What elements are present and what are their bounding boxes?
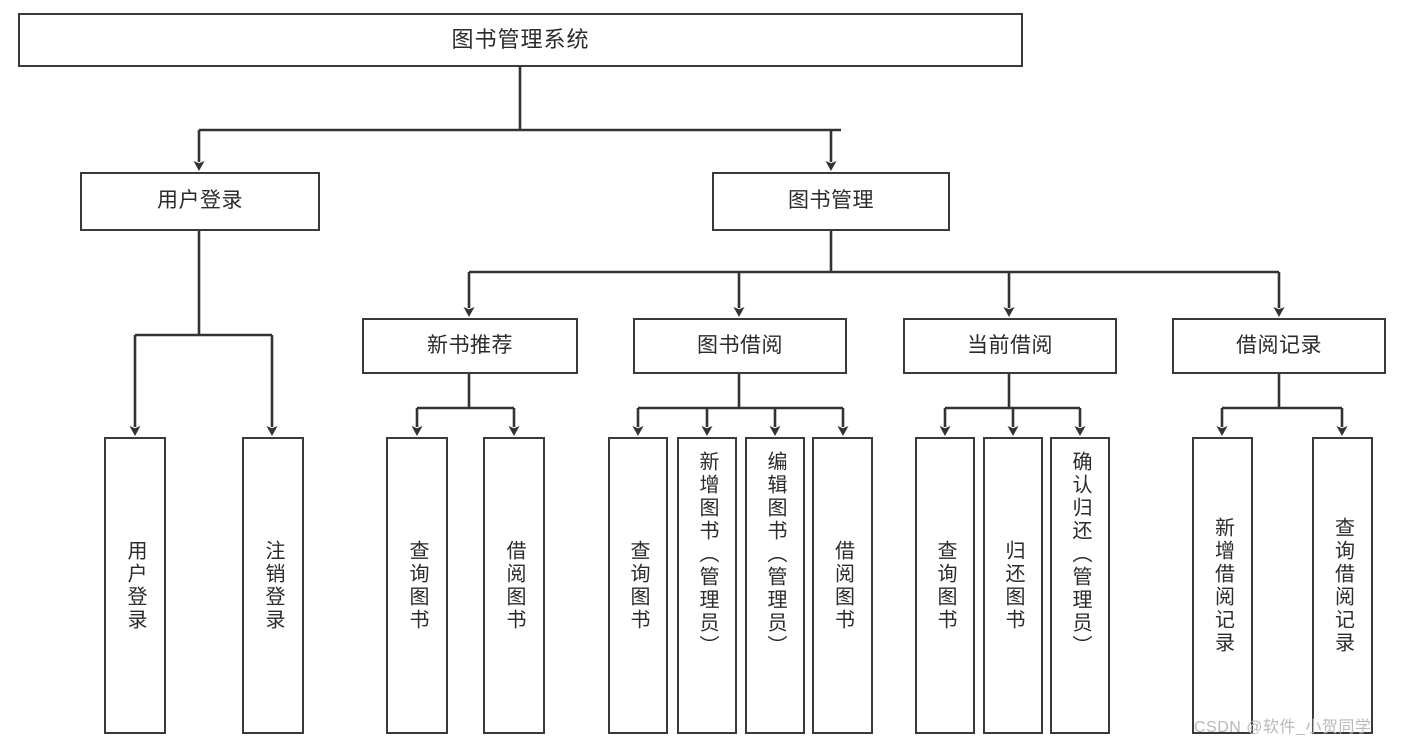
- node-leaf-borrow-book-2[interactable]: 借阅图书: [812, 437, 873, 734]
- node-book-borrow-label: 图书借阅: [697, 333, 783, 357]
- node-leaf-user-login-label: 用户登录: [124, 539, 146, 632]
- node-leaf-edit-book-label: 编辑图书（管理员）: [764, 451, 786, 658]
- node-leaf-query-book-2-label: 查询图书: [627, 539, 649, 632]
- node-leaf-edit-book[interactable]: 编辑图书（管理员）: [745, 437, 805, 734]
- node-leaf-query-book-3[interactable]: 查询图书: [915, 437, 975, 734]
- node-current-borrow-label: 当前借阅: [967, 333, 1053, 357]
- node-leaf-borrow-book-1[interactable]: 借阅图书: [483, 437, 545, 734]
- node-leaf-query-book-2[interactable]: 查询图书: [608, 437, 668, 734]
- node-leaf-confirm-return-label: 确认归还（管理员）: [1069, 451, 1091, 658]
- node-borrow-record[interactable]: 借阅记录: [1172, 318, 1386, 374]
- node-leaf-add-record[interactable]: 新增借阅记录: [1192, 437, 1253, 734]
- node-leaf-borrow-book-2-label: 借阅图书: [831, 539, 854, 632]
- node-root[interactable]: 图书管理系统: [18, 13, 1023, 67]
- node-new-book-rec-label: 新书推荐: [427, 333, 513, 357]
- node-borrow-record-label: 借阅记录: [1236, 333, 1322, 357]
- node-leaf-add-book-label: 新增图书（管理员）: [696, 451, 718, 658]
- node-user-login-label: 用户登录: [157, 189, 243, 213]
- node-leaf-query-book-1[interactable]: 查询图书: [386, 437, 448, 734]
- node-leaf-query-record[interactable]: 查询借阅记录: [1312, 437, 1373, 734]
- node-leaf-query-book-3-label: 查询图书: [934, 539, 956, 632]
- node-leaf-query-book-1-label: 查询图书: [406, 539, 428, 632]
- node-leaf-logout-label: 注销登录: [262, 539, 284, 632]
- node-leaf-return-book-label: 归还图书: [1002, 539, 1024, 632]
- node-current-borrow[interactable]: 当前借阅: [903, 318, 1117, 374]
- node-leaf-logout[interactable]: 注销登录: [242, 437, 304, 734]
- node-leaf-confirm-return[interactable]: 确认归还（管理员）: [1050, 437, 1110, 734]
- node-leaf-return-book[interactable]: 归还图书: [983, 437, 1043, 734]
- node-leaf-user-login[interactable]: 用户登录: [104, 437, 166, 734]
- node-new-book-rec[interactable]: 新书推荐: [362, 318, 578, 374]
- node-leaf-add-book[interactable]: 新增图书（管理员）: [677, 437, 737, 734]
- node-leaf-borrow-book-1-label: 借阅图书: [503, 539, 525, 632]
- node-user-login[interactable]: 用户登录: [80, 172, 320, 231]
- node-root-label: 图书管理系统: [451, 27, 590, 53]
- csdn-watermark: CSDN @软件_小贺同学: [1194, 719, 1372, 736]
- node-leaf-add-record-label: 新增借阅记录: [1211, 516, 1234, 655]
- node-book-manage-label: 图书管理: [788, 189, 874, 213]
- node-leaf-query-record-label: 查询借阅记录: [1331, 516, 1354, 655]
- node-book-borrow[interactable]: 图书借阅: [633, 318, 847, 374]
- node-book-manage[interactable]: 图书管理: [712, 172, 950, 231]
